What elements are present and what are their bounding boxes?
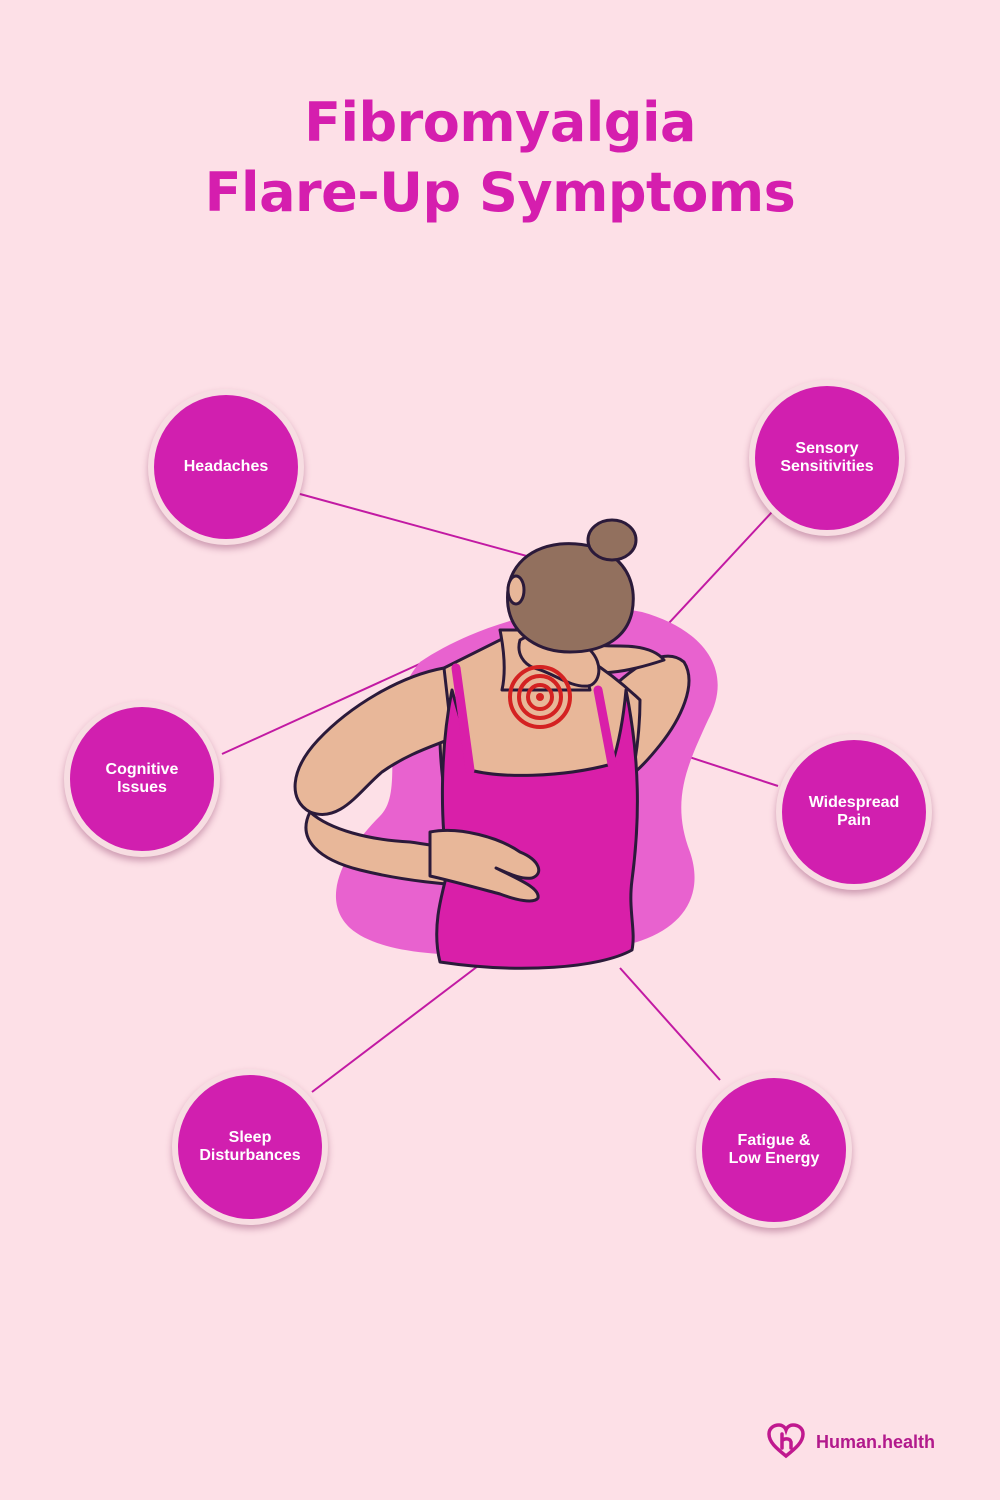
symptom-headaches[interactable]: Headaches [148, 389, 304, 545]
woman-figure [293, 518, 691, 970]
title-line-1: Fibromyalgia [304, 91, 696, 154]
pain-target-icon [508, 665, 572, 729]
tank-top [435, 688, 639, 970]
tank-strap-left [451, 663, 475, 775]
symptom-widespread-pain[interactable]: Widespread Pain [776, 734, 932, 890]
tank-strap-right [593, 685, 617, 769]
symptom-fatigue[interactable]: Fatigue & Low Energy [696, 1072, 852, 1228]
symptom-sleep-disturbances[interactable]: Sleep Disturbances [172, 1069, 328, 1225]
symptom-label: Widespread Pain [808, 794, 900, 829]
connector-headaches [299, 493, 557, 565]
left-hand [428, 828, 541, 903]
heart-logo-icon [767, 1423, 805, 1459]
brand-logo[interactable]: Human.health [766, 1422, 935, 1462]
symptom-sensory-sensitivities[interactable]: Sensory Sensitivities [749, 380, 905, 536]
brand-name: Human.health [816, 1431, 936, 1452]
symptom-label: Fatigue & Low Energy [728, 1132, 820, 1167]
symptom-label: Cognitive Issues [105, 761, 179, 796]
hair-bun [586, 518, 638, 562]
ear [506, 574, 526, 606]
page-title: Fibromyalgia Flare-Up Symptoms [0, 88, 1000, 228]
symptom-cognitive-issues[interactable]: Cognitive Issues [64, 701, 220, 857]
connector-sleep [311, 965, 479, 1093]
symptom-label: Sensory Sensitivities [780, 440, 874, 475]
connector-fatigue [619, 967, 721, 1081]
title-line-2: Flare-Up Symptoms [204, 161, 796, 224]
symptom-label: Sleep Disturbances [199, 1129, 301, 1164]
symptom-label: Headaches [183, 458, 269, 475]
